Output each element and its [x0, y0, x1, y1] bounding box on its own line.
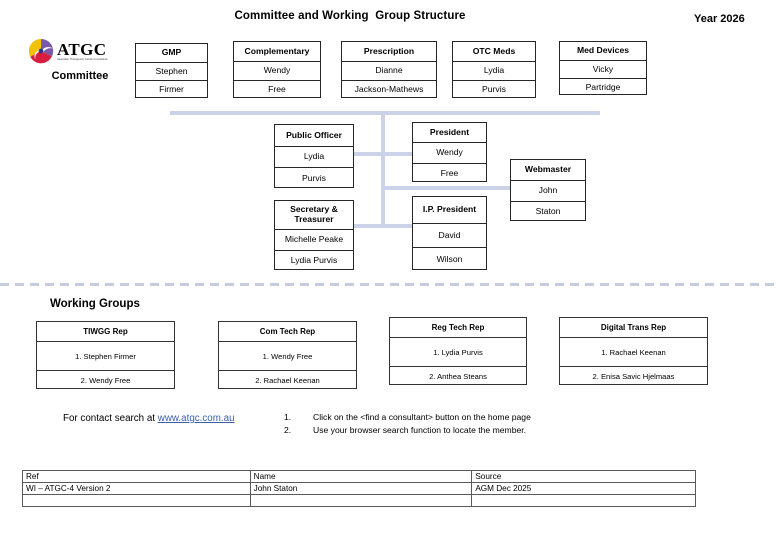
committee-box-gmp: GMP Stephen Firmer: [135, 43, 208, 98]
committee-box-complementary: Complementary Wendy Free: [233, 41, 321, 98]
box-title: Webmaster: [524, 164, 572, 175]
list-item-number: 1.: [284, 412, 292, 422]
box-line2: Jackson-Mathews: [342, 80, 436, 99]
box-line1: Lydia: [275, 146, 353, 167]
connector-webmaster: [381, 186, 512, 190]
box-title: TIWGG Rep: [83, 327, 128, 336]
cell-name: John Staton: [249, 482, 473, 495]
list-item-number: 2.: [284, 425, 292, 436]
connector-top-bus: [170, 111, 600, 115]
instruction-list: 1. Click on the <find a consultant> butt…: [284, 411, 531, 438]
list-item: 2. Use your browser search function to l…: [284, 424, 531, 437]
box-line1: Stephen: [136, 62, 207, 80]
box-line2: 2. Rachael Keenan: [219, 370, 356, 390]
connector-spine: [381, 111, 385, 228]
box-title: Com Tech Rep: [259, 327, 316, 336]
box-title: President: [429, 126, 470, 137]
table-header-row: Ref Name Source: [22, 470, 696, 483]
box-line1: Michelle Peake: [275, 229, 353, 250]
atgc-website-link[interactable]: www.atgc.com.au: [157, 413, 235, 424]
box-line1: Lydia: [453, 61, 535, 80]
contact-line: For contact search at www.atgc.com.au: [63, 413, 235, 424]
box-title: Med Devices: [576, 45, 630, 56]
logo-caption: Committee: [51, 70, 109, 82]
committee-box-prescription: Prescription Dianne Jackson-Mathews: [341, 41, 437, 98]
box-line1: 1. Stephen Firmer: [37, 341, 174, 370]
box-line2: Partridge: [560, 78, 646, 96]
executive-box-webmaster: Webmaster John Staton: [510, 159, 586, 221]
year-label: Year 2026: [694, 13, 745, 25]
atgc-logo: ATGC Australian Therapeutic Goods Consul…: [28, 38, 138, 90]
working-groups-heading: Working Groups: [50, 298, 140, 310]
list-item-text: Use your browser search function to loca…: [313, 425, 527, 436]
committee-box-otc-meds: OTC Meds Lydia Purvis: [452, 41, 536, 98]
box-line1: Dianne: [342, 61, 436, 80]
box-title: Complementary: [244, 45, 310, 56]
committee-box-med-devices: Med Devices Vicky Partridge: [559, 41, 647, 95]
box-line2: Wilson: [413, 247, 486, 271]
box-line2: Purvis: [453, 80, 535, 99]
executive-box-public-officer: Public Officer Lydia Purvis: [274, 124, 354, 188]
box-title: Reg Tech Rep: [431, 323, 485, 332]
column-header-name: Name: [249, 470, 473, 483]
list-item-text: Click on the <find a consultant> button …: [313, 412, 531, 422]
connector-public-officer: [352, 152, 414, 156]
atgc-swirl-icon: [28, 38, 54, 64]
working-group-box-com-tech: Com Tech Rep 1. Wendy Free 2. Rachael Ke…: [218, 321, 357, 389]
box-title: Secretary & Treasurer: [290, 204, 338, 224]
box-line1: Wendy: [234, 61, 320, 80]
box-line2: 2. Anthea Steans: [390, 366, 526, 386]
box-line2: Firmer: [136, 80, 207, 99]
page-title: Committee and Working Group Structure: [234, 10, 466, 22]
logo-subtitle: Australian Therapeutic Goods Consultants: [57, 57, 108, 61]
box-line1: Vicky: [560, 60, 646, 78]
box-line2: Staton: [511, 201, 585, 222]
box-line1: David: [413, 223, 486, 247]
box-line1: 1. Lydia Purvis: [390, 337, 526, 366]
box-title: OTC Meds: [472, 45, 516, 56]
box-line1: 1. Wendy Free: [219, 341, 356, 370]
cell-source: AGM Dec 2025: [471, 482, 696, 495]
box-title: Public Officer: [286, 129, 342, 140]
box-line2: Lydia Purvis: [275, 250, 353, 271]
executive-box-secretary-treasurer: Secretary & Treasurer Michelle Peake Lyd…: [274, 200, 354, 270]
box-line2: Free: [234, 80, 320, 99]
box-title: GMP: [161, 47, 182, 58]
box-line1: John: [511, 180, 585, 201]
cell-ref: [22, 494, 251, 507]
table-row: [22, 494, 696, 507]
box-line2: 2. Wendy Free: [37, 370, 174, 390]
executive-box-ip-president: I.P. President David Wilson: [412, 196, 487, 270]
column-header-source: Source: [471, 470, 696, 483]
box-line1: Wendy: [413, 142, 486, 163]
contact-prefix: For contact search at: [63, 413, 158, 424]
executive-box-president: President Wendy Free: [412, 122, 487, 182]
connector-secretary: [352, 224, 414, 228]
cell-ref: WI – ATGC-4 Version 2: [22, 482, 251, 495]
list-item: 1. Click on the <find a consultant> butt…: [284, 411, 531, 424]
box-title: Digital Trans Rep: [600, 323, 667, 332]
box-line2: 2. Enisa Savic Hjelmaas: [560, 366, 707, 386]
box-line2: Purvis: [275, 167, 353, 189]
logo-wordmark: ATGC: [57, 39, 107, 59]
cell-source: [471, 494, 696, 507]
table-row: WI – ATGC-4 Version 2 John Staton AGM De…: [22, 482, 696, 495]
working-group-box-digital-trans: Digital Trans Rep 1. Rachael Keenan 2. E…: [559, 317, 708, 385]
box-line1: 1. Rachael Keenan: [560, 337, 707, 366]
working-group-box-reg-tech: Reg Tech Rep 1. Lydia Purvis 2. Anthea S…: [389, 317, 527, 385]
working-group-box-tiwgg: TIWGG Rep 1. Stephen Firmer 2. Wendy Fre…: [36, 321, 175, 389]
column-header-ref: Ref: [22, 470, 251, 483]
box-title: I.P. President: [422, 204, 477, 215]
box-title: Prescription: [363, 45, 415, 56]
cell-name: [249, 494, 473, 507]
box-line2: Free: [413, 163, 486, 183]
document-control-table: Ref Name Source WI – ATGC-4 Version 2 Jo…: [22, 470, 696, 507]
section-divider: [0, 283, 780, 286]
